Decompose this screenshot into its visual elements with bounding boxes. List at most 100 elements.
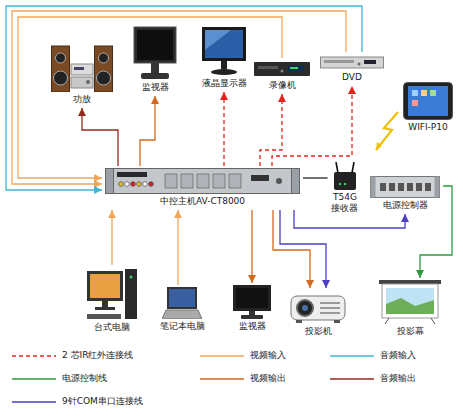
- icon-part: [229, 174, 241, 188]
- device-icon: [333, 162, 357, 190]
- device-node: 液晶显示器: [198, 24, 250, 92]
- icon-part: [398, 183, 404, 191]
- device-icon: [403, 82, 453, 120]
- device-label: 液晶显示器: [202, 78, 247, 89]
- legend-line-sample: [330, 355, 374, 357]
- legend-line: [200, 352, 244, 360]
- icon-part: [386, 298, 434, 314]
- icon-part: [130, 276, 133, 279]
- legend-line: [12, 375, 56, 383]
- device-label: 笔记本电脑: [160, 321, 205, 332]
- icon-part: [292, 169, 300, 194]
- legend-line-sample: [330, 378, 374, 380]
- icon-part: [302, 305, 308, 311]
- icon-part: [334, 172, 356, 190]
- legend-line: [200, 375, 244, 383]
- icon-part: [119, 182, 124, 187]
- device-node: 投影机: [287, 288, 349, 340]
- device-node: DVD: [317, 52, 387, 86]
- icon-part: [320, 302, 340, 304]
- icon-part: [87, 314, 121, 319]
- legend-line: [12, 352, 56, 360]
- icon-part: [149, 182, 154, 187]
- signal-cable: [272, 86, 352, 166]
- icon-part: [425, 183, 431, 191]
- wireless-bolt: [376, 112, 398, 150]
- device-icon: [105, 168, 300, 194]
- icon-part: [431, 318, 435, 324]
- icon-part: [87, 271, 123, 301]
- icon-part: [379, 280, 441, 284]
- icon-part: [254, 62, 310, 76]
- device-label: T54G 接收器: [331, 192, 360, 214]
- icon-part: [71, 64, 93, 75]
- device-icon: [233, 285, 271, 319]
- icon-part: [435, 177, 440, 198]
- icon-part: [382, 284, 438, 318]
- device-label: 录像机: [269, 80, 296, 91]
- legend-text: 音频输出: [380, 373, 416, 384]
- device-label: 投影机: [305, 326, 332, 337]
- icon-part: [97, 71, 111, 85]
- icon-part: [151, 63, 159, 73]
- icon-part: [364, 60, 376, 64]
- icon-part: [197, 174, 209, 188]
- icon-part: [86, 80, 90, 84]
- legend-text: 视频输出: [250, 373, 286, 384]
- device-icon: [201, 26, 247, 76]
- icon-part: [117, 172, 147, 177]
- icon-part: [236, 288, 268, 308]
- icon-part: [344, 183, 346, 185]
- icon-part: [74, 67, 84, 70]
- icon-part: [352, 162, 354, 173]
- signal-cable: [251, 210, 252, 283]
- icon-part: [371, 177, 376, 198]
- icon-part: [251, 175, 269, 181]
- legend-text: 9针COM串口连接线: [62, 396, 143, 407]
- icon-part: [296, 320, 302, 323]
- icon-part: [290, 67, 298, 69]
- icon-part: [321, 57, 384, 68]
- icon-part: [125, 182, 130, 187]
- signal-cable: [260, 94, 282, 166]
- device-icon: [370, 176, 440, 198]
- icon-part: [320, 307, 340, 309]
- icon-part: [99, 53, 109, 63]
- device-icon: [162, 287, 202, 319]
- icon-part: [371, 177, 440, 198]
- icon-part: [131, 182, 136, 187]
- icon-part: [106, 169, 300, 194]
- icon-part: [169, 289, 195, 307]
- signal-cable: [420, 186, 452, 278]
- device-icon: [87, 267, 137, 320]
- legend-line: [330, 352, 374, 360]
- legend-item: 音频输出: [330, 373, 416, 384]
- device-icon: [290, 290, 346, 324]
- icon-part: [106, 169, 114, 194]
- signal-cable: [111, 210, 112, 265]
- legend-item: 视频输入: [200, 350, 286, 361]
- icon-part: [334, 320, 340, 323]
- icon-part: [320, 312, 340, 314]
- signal-cable: [6, 6, 362, 190]
- device-node: 笔记本电脑: [157, 285, 208, 335]
- icon-part: [241, 315, 263, 319]
- device-node: T54G 接收器: [328, 160, 363, 217]
- legend-text: 电源控制线: [62, 373, 107, 384]
- icon-part: [102, 301, 108, 307]
- legend-line-sample: [200, 355, 244, 357]
- legend-line: [330, 375, 374, 383]
- device-icon: [133, 26, 177, 80]
- device-label: 中控主机AV-CT8000: [160, 196, 245, 207]
- device-label: 电源控制器: [383, 200, 428, 211]
- icon-part: [407, 183, 413, 191]
- device-node: 功放: [48, 40, 116, 108]
- icon-part: [339, 183, 341, 185]
- signal-cable: [18, 17, 282, 178]
- icon-part: [421, 90, 427, 96]
- device-node: 台式电脑: [84, 265, 140, 336]
- legend-item: 2 芯IR红外连接线: [12, 350, 134, 361]
- icon-part: [233, 285, 271, 311]
- icon-part: [404, 83, 453, 120]
- icon-part: [137, 30, 173, 60]
